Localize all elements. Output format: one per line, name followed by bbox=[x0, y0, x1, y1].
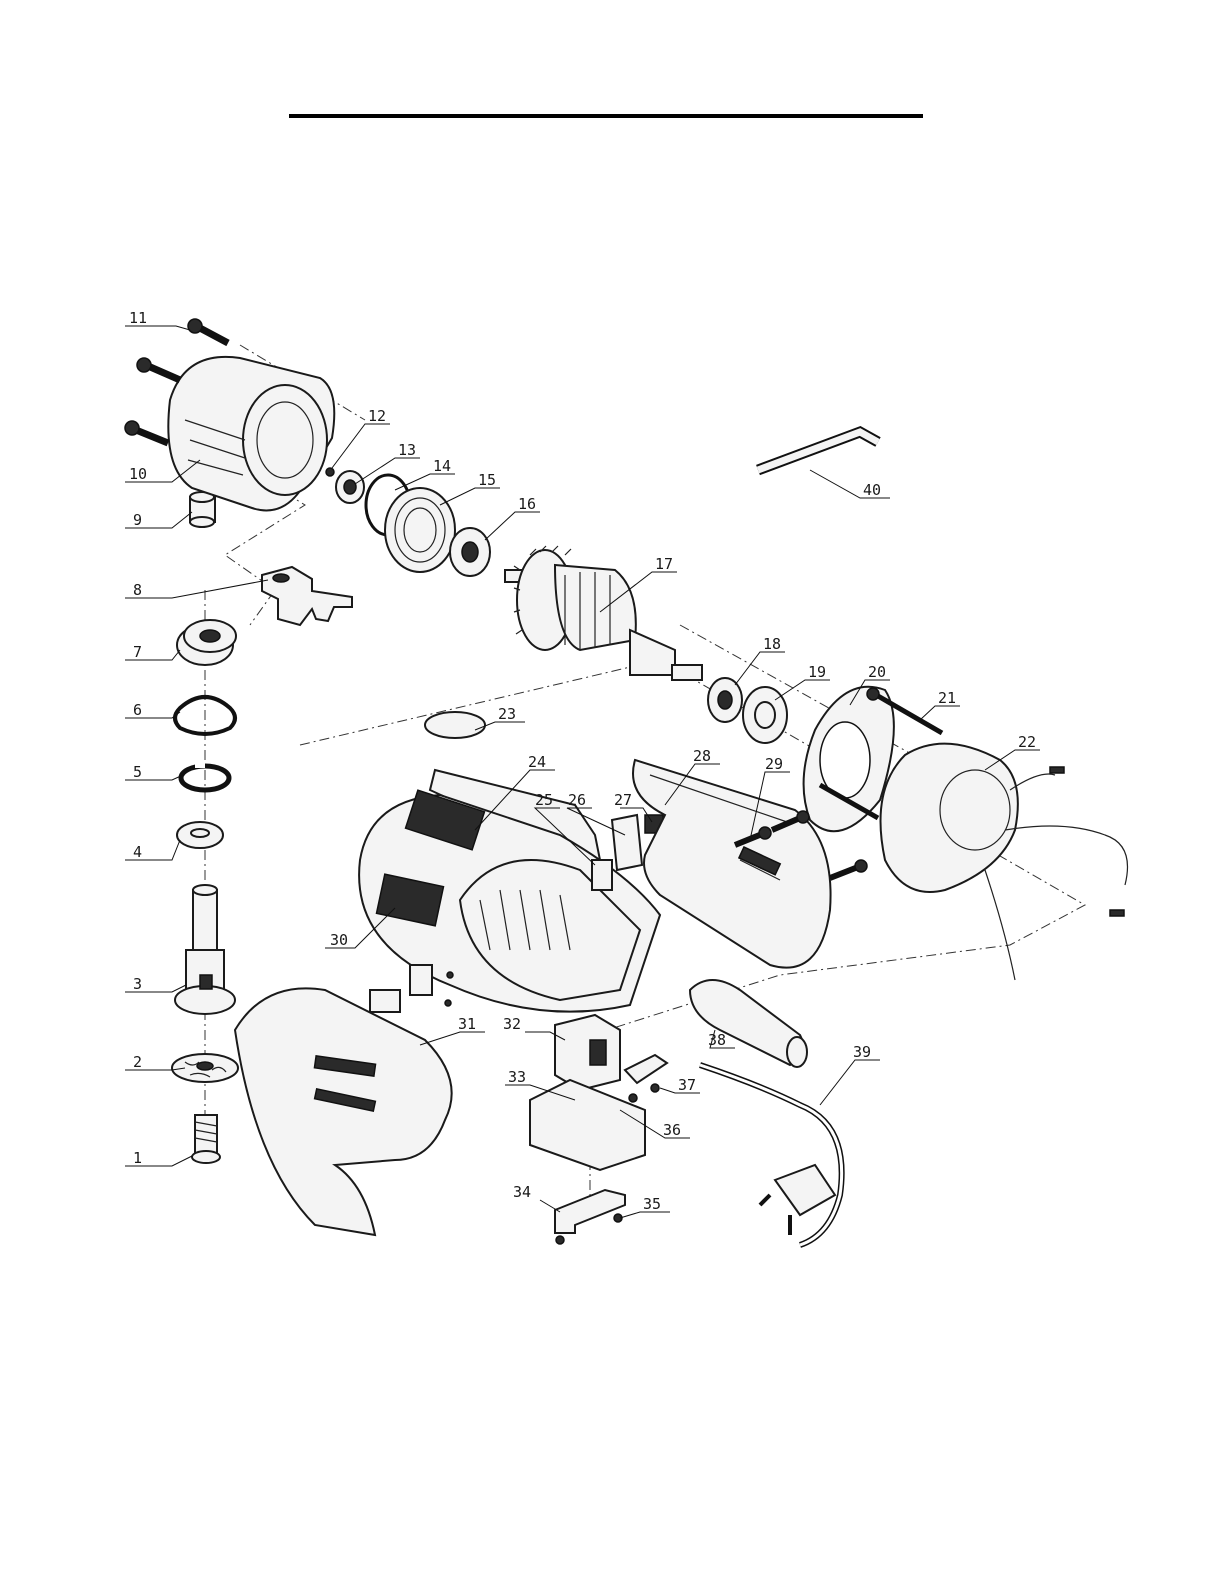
callout-6: 6 bbox=[133, 701, 142, 719]
part-40-hex-key bbox=[758, 432, 878, 470]
callout-1: 1 bbox=[133, 1149, 142, 1167]
callout-9: 9 bbox=[133, 511, 142, 529]
callout-11: 11 bbox=[129, 309, 147, 327]
callout-40: 40 bbox=[863, 481, 881, 499]
part-22-stator bbox=[881, 744, 1128, 980]
callout-20: 20 bbox=[868, 663, 886, 681]
callout-5: 5 bbox=[133, 763, 142, 781]
callout-17: 17 bbox=[655, 555, 673, 573]
callout-21: 21 bbox=[938, 689, 956, 707]
part-9-bushing bbox=[190, 492, 215, 527]
callout-12: 12 bbox=[368, 407, 386, 425]
part-38-cable-sleeve bbox=[690, 980, 807, 1067]
callout-18: 18 bbox=[763, 635, 781, 653]
callout-32: 32 bbox=[503, 1015, 521, 1033]
part-33-foam-pad bbox=[530, 1080, 645, 1170]
callout-13: 13 bbox=[398, 441, 416, 459]
callout-3: 3 bbox=[133, 975, 142, 993]
callout-26: 26 bbox=[568, 791, 586, 809]
callout-8: 8 bbox=[133, 581, 142, 599]
part-31-front-cover bbox=[235, 988, 452, 1235]
part-7-bearing bbox=[177, 620, 236, 665]
callout-31: 31 bbox=[458, 1015, 476, 1033]
callout-14: 14 bbox=[433, 457, 451, 475]
part-15-gear-case bbox=[385, 488, 455, 572]
part-3-spindle bbox=[175, 885, 235, 1014]
callout-25: 25 bbox=[535, 791, 553, 809]
callout-28: 28 bbox=[693, 747, 711, 765]
callout-33: 33 bbox=[508, 1068, 526, 1086]
callout-27: 27 bbox=[614, 791, 632, 809]
part-13-bearing bbox=[336, 471, 364, 503]
callout-29: 29 bbox=[765, 755, 783, 773]
part-10-gear-housing bbox=[168, 357, 334, 511]
callout-7: 7 bbox=[133, 643, 142, 661]
part-28-handle-half bbox=[633, 760, 831, 968]
part-39-power-cord bbox=[700, 1065, 842, 1245]
part-32-switch bbox=[555, 1015, 620, 1090]
part-16-bearing bbox=[450, 528, 490, 576]
callout-37: 37 bbox=[678, 1076, 696, 1094]
part-1-screw bbox=[192, 1115, 220, 1163]
callout-35: 35 bbox=[643, 1195, 661, 1213]
part-4-washer bbox=[177, 822, 223, 848]
callout-30: 30 bbox=[330, 931, 348, 949]
part-36-screw bbox=[629, 1094, 637, 1102]
callout-2: 2 bbox=[133, 1053, 142, 1071]
callout-39: 39 bbox=[853, 1043, 871, 1061]
callout-10: 10 bbox=[129, 465, 147, 483]
part-37-strain-relief bbox=[625, 1055, 667, 1092]
callout-36: 36 bbox=[663, 1121, 681, 1139]
callout-15: 15 bbox=[478, 471, 496, 489]
callout-16: 16 bbox=[518, 495, 536, 513]
callout-19: 19 bbox=[808, 663, 826, 681]
part-19-sleeve bbox=[743, 687, 787, 743]
callout-34: 34 bbox=[513, 1183, 531, 1201]
part-8-fork bbox=[262, 567, 352, 625]
part-18-bearing bbox=[708, 678, 742, 722]
callout-4: 4 bbox=[133, 843, 142, 861]
callout-38: 38 bbox=[708, 1031, 726, 1049]
callout-23: 23 bbox=[498, 705, 516, 723]
callout-24: 24 bbox=[528, 753, 546, 771]
part-23-switch-cap bbox=[425, 712, 485, 738]
callout-22: 22 bbox=[1018, 733, 1036, 751]
